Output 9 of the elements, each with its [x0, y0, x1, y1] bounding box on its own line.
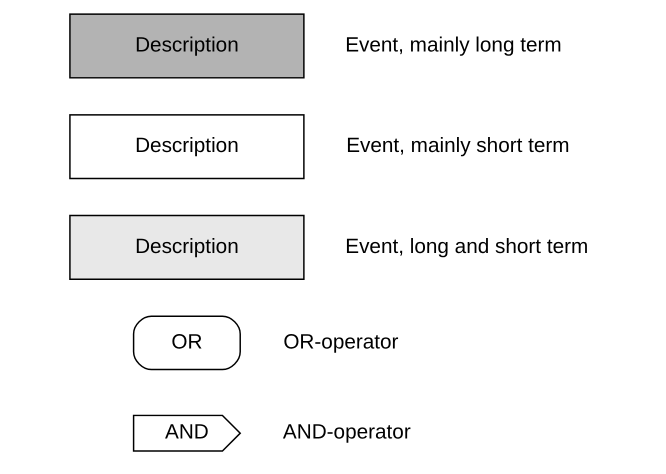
node-box: Description [68, 114, 304, 180]
node-label: OR-operator [282, 330, 398, 354]
node-label: Event, long and short term [344, 234, 588, 258]
node-box: OR [132, 315, 240, 370]
node-box: Description [68, 13, 304, 79]
node-label: Event, mainly long term [344, 33, 562, 56]
node-label: Event, mainly short term [346, 134, 570, 158]
node-box: Description [68, 214, 304, 280]
node-label: AND-operator [282, 420, 410, 444]
